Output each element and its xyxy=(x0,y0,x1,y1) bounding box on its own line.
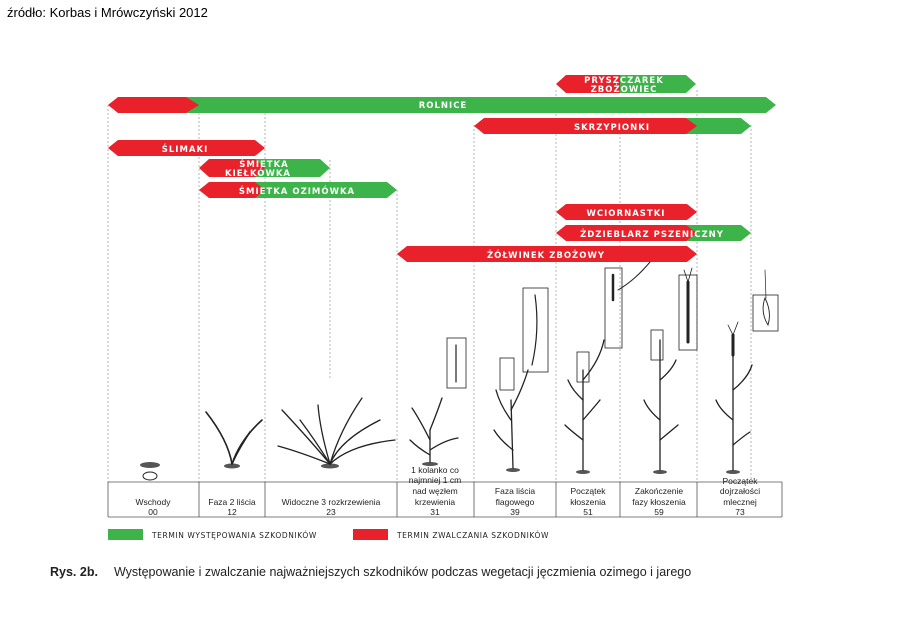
stage-code: 51 xyxy=(583,507,593,517)
stage-name: Widoczne 3 rozkrzewienia xyxy=(282,497,381,507)
figure-caption-text: Występowanie i zwalczanie najważniejszyc… xyxy=(113,565,692,579)
stage-name-line-2: najmniej 1 cm xyxy=(409,475,461,485)
bar-slimaki: ŚLIMAKI xyxy=(108,140,265,156)
stage-cell-23: Widoczne 3 rozkrzewienia 23 xyxy=(282,497,381,517)
stage-name-line-4: krzewienia xyxy=(415,497,455,507)
stage-name-line-1: Początek xyxy=(571,486,607,496)
legend: TERMIN WYSTĘPOWANIA SZKODNIKÓW TERMIN ZW… xyxy=(108,529,549,540)
stage-name-line-1: Zakończenie xyxy=(635,486,683,496)
stage-code: 59 xyxy=(654,507,664,517)
stage-code: 31 xyxy=(430,507,440,517)
seed-sprout-illustration xyxy=(140,462,160,481)
flag-leaf-plant-illustration xyxy=(493,287,549,472)
bar-smietka-ozimowka: ŚMIETKA OZIMÓWKA xyxy=(199,182,397,198)
stage-cell-51: Początek kłoszenia 51 xyxy=(570,486,606,517)
bar-label: ROLNICE xyxy=(419,101,468,111)
stage-name: Faza 2 liścia xyxy=(208,497,256,507)
legend-label-occurrence: TERMIN WYSTĘPOWANIA SZKODNIKÓW xyxy=(151,531,317,540)
stage-name-line-2: dojrzałości xyxy=(720,486,760,496)
bar-label: WCIORNASTKI xyxy=(587,209,666,219)
heading-end-plant-illustration xyxy=(643,267,698,474)
stage-guide-lines xyxy=(107,90,752,482)
bar-wciornastki: WCIORNASTKI xyxy=(556,204,697,220)
stage-code: 23 xyxy=(326,507,336,517)
bar-rolnice: ROLNICE xyxy=(108,97,776,113)
growth-stage-table: Wschody 00 Faza 2 liścia 12 Widoczne 3 r… xyxy=(107,465,783,518)
stage-name-line-3: nad węzłem xyxy=(412,486,457,496)
first-node-plant-illustration xyxy=(409,337,467,466)
bar-label: ŻDZIEBLARZ PSZENICZNY xyxy=(580,229,724,240)
stage-name-line-1: Faza liścia xyxy=(495,486,535,496)
bar-zdzieblarz-pszeniczny: ŻDZIEBLARZ PSZENICZNY xyxy=(556,225,751,241)
legend-label-control: TERMIN ZWALCZANIA SZKODNIKÓW xyxy=(396,531,549,540)
stage-cell-12: Faza 2 liścia 12 xyxy=(208,497,256,517)
stage-name-line-1: Początek xyxy=(723,476,759,486)
stage-cell-39: Faza liścia flagowego 39 xyxy=(495,486,535,517)
bar-zolwinek-zbozowy: ŻÓŁWINEK ZBOŻOWY xyxy=(397,246,697,262)
stage-code: 39 xyxy=(510,507,520,517)
stage-code: 00 xyxy=(148,507,158,517)
two-leaf-seedling-illustration xyxy=(205,411,263,469)
stage-cell-73: Początek dojrzałości mlecznej 73 xyxy=(720,476,760,517)
bar-label-second-line: KIEŁKÓWKA xyxy=(225,167,291,179)
stage-cell-31: 1 kolanko co najmniej 1 cm nad węzłem kr… xyxy=(409,465,461,517)
bar-skrzypionki: SKRZYPIONKI xyxy=(474,118,751,134)
bar-label: PRYSZCZAREK xyxy=(584,76,664,86)
stage-cell-59: Zakończenie fazy kłoszenia 59 xyxy=(632,486,686,517)
bar-label: ŚMIETKA OZIMÓWKA xyxy=(239,185,355,197)
bar-label: ŚMIETKA xyxy=(239,158,289,170)
legend-swatch-occurrence xyxy=(108,529,143,540)
stage-name-line-1: 1 kolanko co xyxy=(411,465,459,475)
milk-ripeness-plant-illustration xyxy=(715,269,779,474)
heading-start-plant-illustration xyxy=(564,261,651,474)
bar-label: ŚLIMAKI xyxy=(162,143,209,155)
stage-code: 73 xyxy=(735,507,745,517)
stage-name: Wschody xyxy=(136,497,172,507)
bar-label: ŻÓŁWINEK ZBOŻOWY xyxy=(487,249,605,261)
figure-number: Rys. 2b. xyxy=(50,565,98,579)
stage-code: 12 xyxy=(227,507,237,517)
plant-illustrations xyxy=(140,261,779,481)
stage-name-line-2: kłoszenia xyxy=(570,497,606,507)
bar-label-second-line: ZBOŻOWIEC xyxy=(591,84,658,95)
stage-name-line-2: flagowego xyxy=(496,497,535,507)
source-note: źródło: Korbas i Mrówczyński 2012 xyxy=(7,5,208,20)
bar-pryszczarek-zbozowiec: PRYSZCZAREK ZBOŻOWIEC xyxy=(556,75,696,95)
stage-name-line-2: fazy kłoszenia xyxy=(632,497,686,507)
tillering-plant-illustration xyxy=(277,397,396,469)
bar-label: SKRZYPIONKI xyxy=(574,123,650,133)
stage-cell-00: Wschody 00 xyxy=(136,497,172,517)
figure-caption: Rys. 2b. Występowanie i zwalczanie najważ… xyxy=(50,565,691,579)
legend-swatch-control xyxy=(353,529,388,540)
bar-smietka-kielkowka: ŚMIETKA KIEŁKÓWKA xyxy=(199,158,330,179)
stage-name-line-3: mlecznej xyxy=(723,497,757,507)
